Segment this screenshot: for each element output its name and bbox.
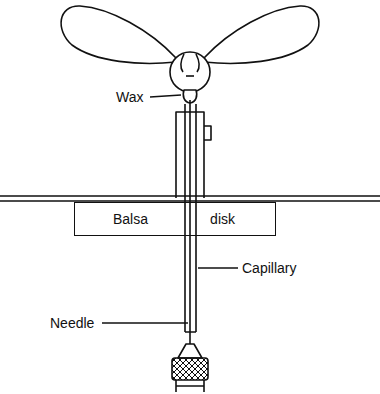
leader-line [198,267,238,269]
leader-line [150,95,181,97]
part-label: Capillary [242,260,296,276]
node-text: Balsa [113,211,148,227]
part-label: Wax [116,89,143,105]
insect-head [170,52,210,92]
part-label: Needle [50,315,94,331]
left-wing [61,6,176,63]
balsa-disk: Balsa disk [74,202,276,236]
right-wing [204,6,319,63]
pin-vise-handle [172,358,208,380]
leader-line [102,322,188,324]
needle [189,100,191,344]
node-text: disk [210,211,235,227]
pin-vise-collet [178,344,202,358]
